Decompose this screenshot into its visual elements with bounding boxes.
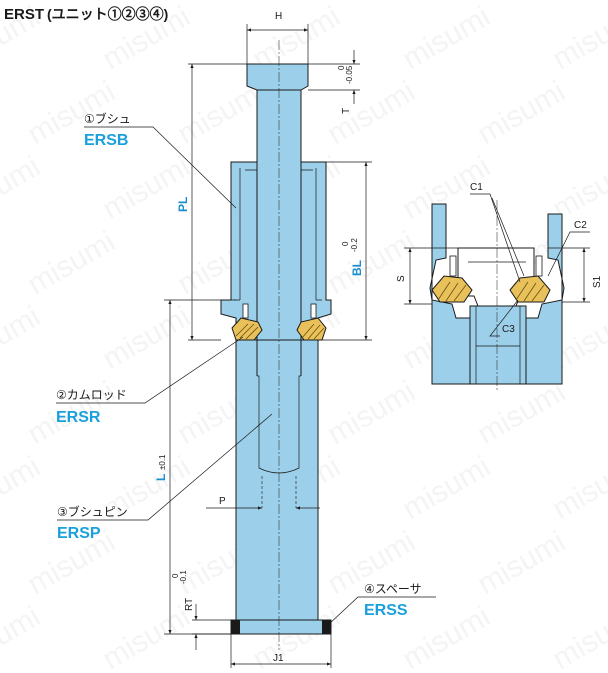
detail-c1-leader — [470, 193, 521, 283]
detail-c1-leader-2 — [491, 197, 525, 277]
cam-rod-head — [246, 63, 309, 91]
callout-bushing-pin: ③ブシュピン ERSP — [57, 413, 273, 542]
detail-s1-label: S1 — [592, 275, 603, 288]
pin-bore-hidden — [261, 476, 297, 508]
dimension-t: T 0 -0.05 — [308, 50, 360, 114]
detail-rod-lines — [475, 306, 521, 384]
dimension-pl: PL — [176, 63, 247, 341]
dim-bl-tol-upper: 0 — [341, 241, 350, 246]
detail-cam-right — [509, 255, 551, 303]
cam-piece-left — [231, 303, 263, 341]
cam-rod-lower-sides — [256, 340, 302, 376]
part-label-bushing-pin: ③ブシュピン — [57, 504, 128, 519]
dim-t-tol-lower: -0.05 — [345, 65, 354, 84]
watermark-text: misumi — [97, 600, 196, 673]
watermark-text: misumi — [322, 375, 421, 451]
dim-rt-tol-lower: -0.1 — [179, 570, 188, 584]
detail-s-label: S — [396, 275, 407, 282]
watermark-text: misumi — [397, 450, 496, 526]
detail-c2-label: C2 — [574, 220, 587, 231]
watermark-text: misumi — [0, 450, 46, 526]
dim-h-label: H — [275, 11, 282, 22]
watermark-text: misumi — [397, 600, 496, 673]
dim-t-tol-upper: 0 — [337, 65, 346, 70]
spacer-left-block — [231, 620, 240, 634]
watermark-text: misumi — [97, 300, 196, 376]
part-code-cam-rod: ERSR — [56, 409, 101, 426]
dimension-j1: J1 — [230, 634, 332, 668]
detail-c3-leader — [489, 299, 519, 337]
part-label-cam-rod: ②カムロッド — [56, 388, 127, 402]
dimension-bl: BL 0 -0.2 — [318, 161, 372, 341]
watermark-text: misumi — [547, 600, 608, 673]
watermark-text: misumi — [322, 75, 421, 151]
title-suffix: (ユニット①②③④) — [47, 6, 168, 22]
watermark-text: misumi — [547, 0, 608, 76]
callout-cam-rod: ②カムロッド ERSR — [56, 336, 244, 426]
callout-bushing: ①ブシュ ERSB — [84, 111, 237, 209]
part-code-spacer: ERSS — [364, 602, 408, 619]
bushing-wall-lines — [239, 168, 317, 300]
title-code: ERST — [4, 6, 44, 23]
detail-cam-left — [431, 255, 473, 303]
watermark-text: misumi — [547, 450, 608, 526]
callout-spacer: ④スペーサ ERSS — [327, 582, 436, 626]
watermark-text: misumi — [397, 0, 496, 76]
watermark-text: misumi — [0, 300, 46, 376]
detail-c1-label: C1 — [470, 182, 483, 193]
watermark-text: misumi — [0, 600, 46, 673]
dim-l-label: L — [154, 474, 168, 481]
watermark-text: misumi — [322, 225, 421, 301]
spacer-right-block — [322, 620, 331, 634]
dim-rt-tol-upper: 0 — [171, 573, 180, 578]
dimension-p: P — [206, 496, 320, 510]
detail-c2-leader — [547, 231, 590, 277]
dim-bl-tol-lower: -0.2 — [350, 238, 359, 252]
dim-rt-label: RT — [184, 598, 195, 611]
part-code-bushing-pin: ERSP — [57, 525, 101, 542]
title-block: ERST (ユニット①②③④) — [4, 6, 168, 23]
detail-view: S S1 C1 C2 C3 — [396, 182, 603, 392]
dim-pl-label: PL — [176, 197, 190, 212]
watermark-text: misumi — [22, 225, 121, 301]
detail-rod — [469, 305, 527, 385]
watermark-text: misumi — [97, 150, 196, 226]
dim-l-tol: ±0.1 — [158, 454, 167, 470]
dim-t-label: T — [341, 108, 352, 114]
watermark-text: misumi — [472, 75, 571, 151]
detail-c3-label: C3 — [502, 324, 515, 335]
watermark-text: misumi — [472, 375, 571, 451]
dimension-h: H — [246, 11, 309, 64]
detail-s-extension — [404, 247, 458, 305]
watermark-text: misumi — [0, 150, 46, 226]
cam-piece-right — [296, 303, 327, 341]
dimension-rt: RT 0 -0.1 — [171, 570, 231, 650]
part-label-bushing: ①ブシュ — [84, 111, 131, 126]
dim-p-label: P — [219, 496, 226, 507]
dim-bl-label: BL — [350, 260, 364, 276]
part-label-spacer: ④スペーサ — [364, 582, 422, 596]
dim-j1-label: J1 — [273, 653, 284, 664]
main-assembly — [220, 40, 332, 650]
part-code-bushing: ERSB — [84, 132, 128, 149]
bushing-pin-body — [235, 339, 319, 621]
spacer-body — [230, 619, 332, 635]
watermark-text: misumi — [472, 525, 571, 601]
